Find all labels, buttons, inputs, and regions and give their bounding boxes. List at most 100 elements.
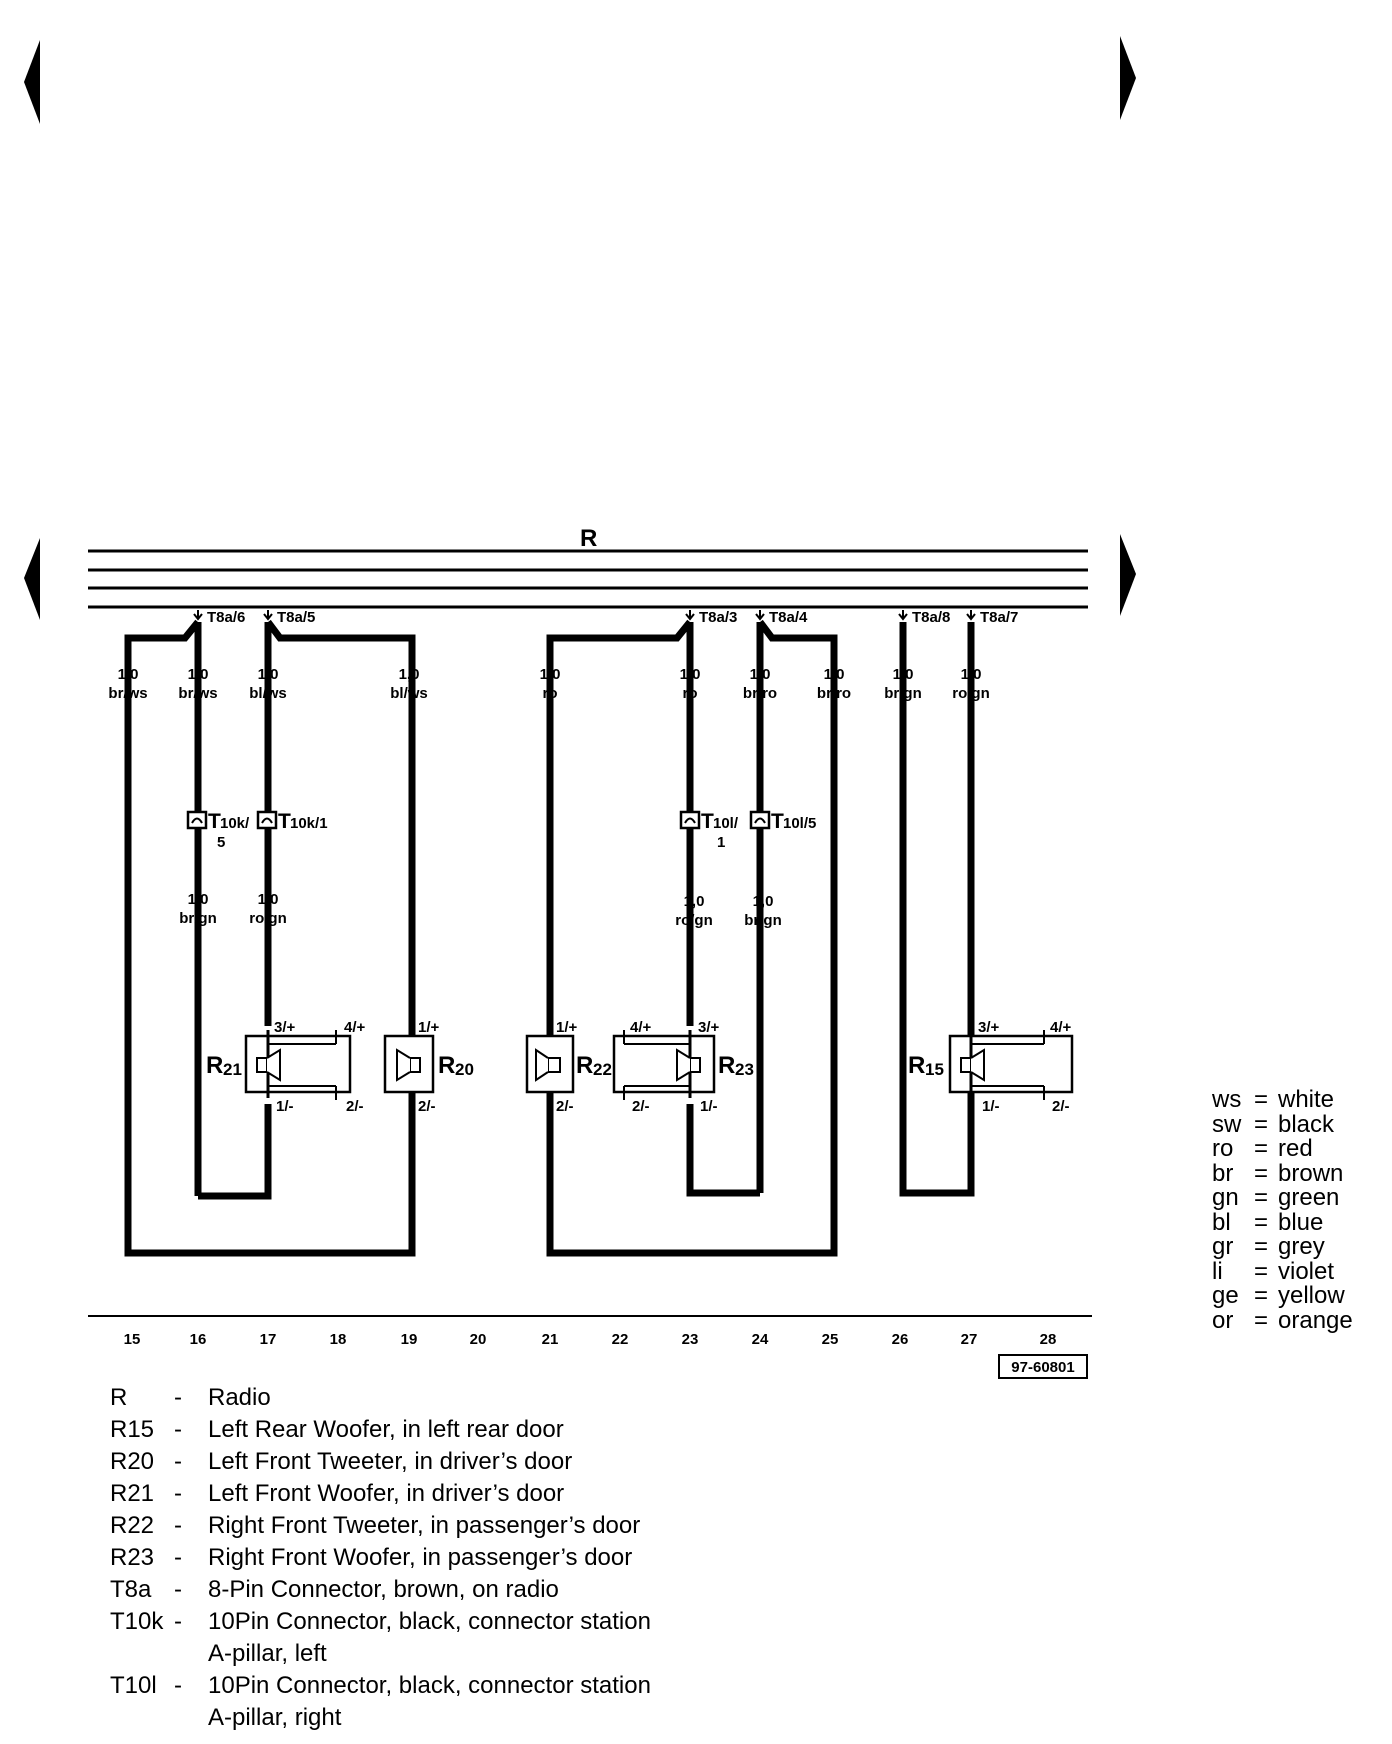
svg-text:1,0: 1,0 xyxy=(188,891,209,908)
speaker-icon xyxy=(960,1057,972,1073)
speaker-cone-icon xyxy=(535,1048,549,1082)
svg-text:T: T xyxy=(208,810,221,833)
color-abbr: gn xyxy=(1212,1184,1239,1211)
color-equals: = xyxy=(1254,1159,1269,1187)
svg-text:ro: ro xyxy=(683,685,698,702)
svg-text:R: R xyxy=(576,1052,593,1079)
svg-text:25: 25 xyxy=(822,1331,839,1348)
legend-description: Left Rear Woofer, in left rear door xyxy=(208,1416,564,1443)
color-code-item: ws = white xyxy=(1212,1086,1353,1113)
color-equals: = xyxy=(1254,1208,1269,1236)
svg-text:23: 23 xyxy=(735,1060,754,1079)
svg-text:4/+: 4/+ xyxy=(344,1019,366,1036)
color-code-item: sw=black xyxy=(1212,1112,1353,1138)
legend-dash: - xyxy=(174,1448,182,1475)
svg-text:1/+: 1/+ xyxy=(418,1019,440,1036)
inline-connectors: T 10k/ 5 T 10k/1 T 10l/ 1 T 10l/5 xyxy=(186,810,816,851)
previous-section-arrow-icon[interactable] xyxy=(24,538,40,620)
svg-text:br/gn: br/gn xyxy=(179,910,217,927)
speaker-icon xyxy=(409,1057,421,1073)
svg-text:br/ws: br/ws xyxy=(178,685,217,702)
svg-text:T: T xyxy=(701,810,714,833)
svg-text:5: 5 xyxy=(217,834,225,851)
color-abbr: li xyxy=(1212,1257,1223,1285)
svg-text:br/ro: br/ro xyxy=(817,685,851,702)
previous-page-arrow-icon[interactable] xyxy=(24,40,40,124)
inline-connector-t10k-5: T 10k/ 5 xyxy=(186,810,250,851)
svg-text:1,0: 1,0 xyxy=(961,666,982,683)
wire-track-23-24-bottom xyxy=(686,1104,760,1197)
connector-tag: T8a/6 xyxy=(193,609,245,626)
svg-text:1,0: 1,0 xyxy=(750,666,771,683)
legend-description: 10Pin Connector, black, connector statio… xyxy=(208,1672,651,1731)
svg-text:1/-: 1/- xyxy=(982,1098,1000,1115)
svg-text:22: 22 xyxy=(612,1331,629,1348)
svg-text:T: T xyxy=(771,810,784,833)
inline-connector-t10l-1: T 10l/ 1 xyxy=(679,810,739,851)
svg-text:15: 15 xyxy=(124,1331,141,1348)
color-name: white xyxy=(1278,1086,1335,1113)
svg-text:24: 24 xyxy=(752,1331,769,1348)
svg-text:R: R xyxy=(908,1052,925,1079)
legend-code: T10k xyxy=(110,1608,164,1635)
svg-text:1,0: 1,0 xyxy=(893,666,914,683)
svg-text:T8a/3: T8a/3 xyxy=(699,609,737,626)
color-code-item: or=orange xyxy=(1212,1308,1353,1334)
legend-code: T8a xyxy=(110,1576,152,1603)
wire-labels-upper: 1,0 br/ws 1,0 br/ws 1,0 bl/ws 1,0 bl/ws … xyxy=(108,666,989,702)
color-name: grey xyxy=(1278,1233,1325,1260)
svg-text:T: T xyxy=(278,810,291,833)
svg-text:28: 28 xyxy=(1040,1331,1057,1348)
connector-tag: T8a/5 xyxy=(263,609,315,626)
svg-text:1,0: 1,0 xyxy=(824,666,845,683)
color-name: yellow xyxy=(1278,1282,1345,1309)
legend-code: R22 xyxy=(110,1512,155,1539)
legend-description: Left Front Woofer, in driver’s door xyxy=(208,1480,565,1507)
svg-text:br/ws: br/ws xyxy=(108,685,147,702)
color-equals: = xyxy=(1254,1184,1269,1211)
svg-text:1/-: 1/- xyxy=(276,1098,294,1115)
svg-text:10k/1: 10k/1 xyxy=(290,815,328,832)
svg-text:1,0: 1,0 xyxy=(118,666,139,683)
svg-text:4/+: 4/+ xyxy=(630,1019,652,1036)
component-r20: R 20 1/+ 2/- xyxy=(383,1019,474,1115)
legend-description: Radio xyxy=(208,1384,271,1411)
speaker-cone-icon xyxy=(676,1048,691,1082)
wire-right-loop xyxy=(899,622,975,1197)
color-equals: = xyxy=(1254,1257,1269,1285)
svg-text:27: 27 xyxy=(961,1331,978,1348)
svg-text:1,0: 1,0 xyxy=(188,666,209,683)
svg-text:R: R xyxy=(206,1052,223,1079)
connector-tags: T8a/6 T8a/5 T8a/3 T8a/4 T8a/8 T8a/7 xyxy=(193,609,1018,626)
svg-text:R: R xyxy=(718,1052,735,1079)
svg-text:T8a/4: T8a/4 xyxy=(769,609,808,626)
legend-code: R15 xyxy=(110,1416,155,1443)
svg-text:18: 18 xyxy=(330,1331,347,1348)
legend-dash: - xyxy=(174,1544,182,1571)
svg-text:21: 21 xyxy=(223,1060,242,1079)
svg-text:1,0: 1,0 xyxy=(680,666,701,683)
legend-dash: - xyxy=(174,1480,182,1507)
color-equals: = xyxy=(1254,1086,1269,1113)
next-page-arrow-icon[interactable] xyxy=(1120,36,1136,120)
legend-code: R23 xyxy=(110,1544,155,1571)
next-section-arrow-icon[interactable] xyxy=(1120,534,1136,616)
svg-text:20: 20 xyxy=(470,1331,487,1348)
svg-text:ro/gn: ro/gn xyxy=(675,912,713,929)
svg-text:ro/gn: ro/gn xyxy=(952,685,990,702)
svg-text:T8a/6: T8a/6 xyxy=(207,609,245,626)
legend-item: R21-Left Front Woofer, in driver’s door xyxy=(110,1478,810,1510)
svg-text:bl/ws: bl/ws xyxy=(249,685,287,702)
speaker-icon xyxy=(547,1057,561,1073)
color-abbr: ws xyxy=(1212,1086,1242,1113)
svg-text:1: 1 xyxy=(717,834,725,851)
component-r22: R 22 1/+ 2/- xyxy=(525,1019,612,1115)
color-code-item: bl=blue xyxy=(1212,1208,1353,1236)
svg-text:2/-: 2/- xyxy=(418,1098,436,1115)
svg-text:3/+: 3/+ xyxy=(978,1019,1000,1036)
legend-description: Left Front Tweeter, in driver’s door xyxy=(208,1448,573,1475)
wires xyxy=(124,619,975,1257)
connector-tag: T8a/3 xyxy=(685,609,737,626)
svg-text:21: 21 xyxy=(542,1331,559,1348)
